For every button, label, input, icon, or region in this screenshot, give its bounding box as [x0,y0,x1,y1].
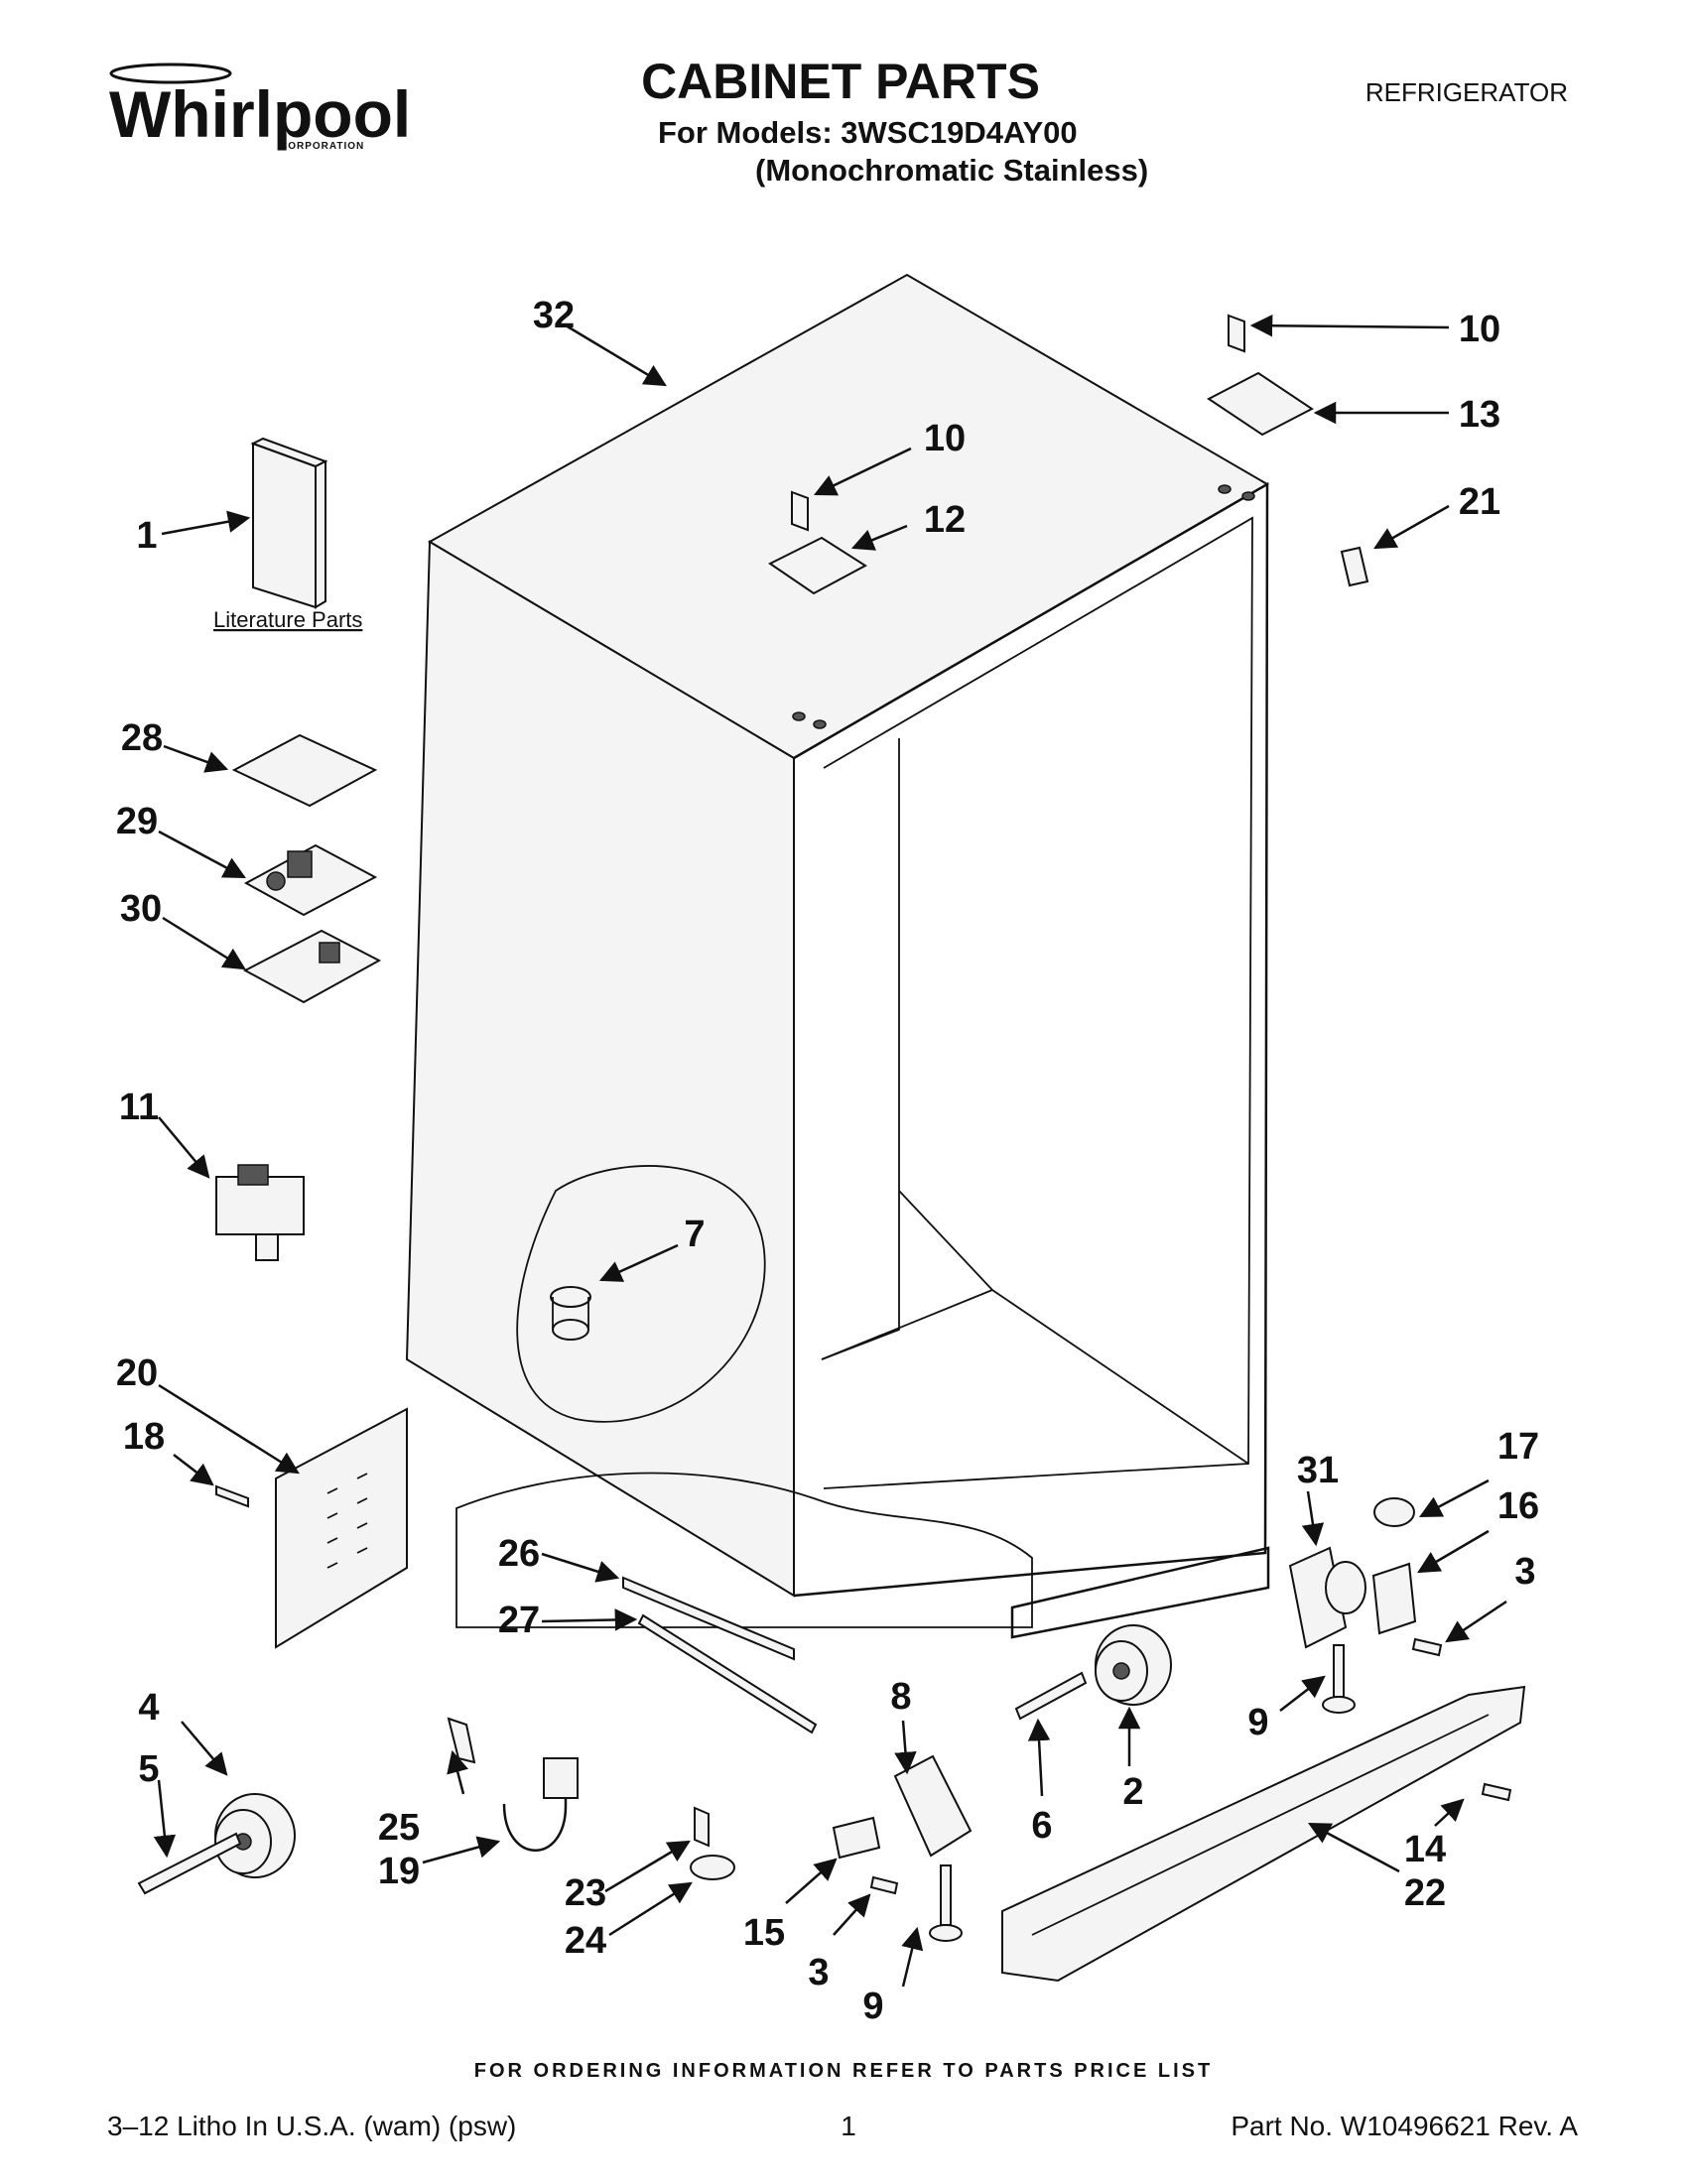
axle-5 [137,1832,242,1895]
hinge-13 [1207,371,1314,437]
shim-17 [1373,1497,1415,1527]
models-line: For Models: 3WSC19D4AY00 [658,115,1078,150]
callout-10b: 10 [1459,309,1500,350]
page-title: CABINET PARTS [641,54,1040,109]
callout-11: 11 [119,1087,159,1128]
callout-21: 21 [1459,481,1500,523]
bracket-15 [832,1816,881,1860]
hinge-bracket-31 [1288,1546,1366,1649]
hinge-16 [1371,1562,1417,1635]
tube-27 [637,1613,818,1734]
callout-8: 8 [890,1676,911,1718]
callout-17: 17 [1497,1426,1539,1468]
leveling-leg-9 [929,1864,963,1942]
screw-18 [215,1484,249,1508]
plug-21 [1340,546,1369,587]
callout-4: 4 [138,1687,159,1729]
leveling-leg-9b [1322,1644,1356,1714]
screw-10b [1228,314,1245,353]
callout-28: 28 [121,717,163,759]
callout-22: 22 [1404,1872,1446,1914]
callout-labels: 1 28 29 30 11 20 18 4 5 32 10 12 10 13 2… [116,295,1539,2027]
callout-18: 18 [123,1416,165,1458]
callout-27: 27 [498,1600,540,1641]
callout-5: 5 [138,1748,159,1790]
callout-7: 7 [684,1214,705,1255]
caster-wheel-4 [214,1793,296,1878]
screw-23 [694,1806,710,1848]
callout-15: 15 [743,1912,785,1954]
callout-9b: 9 [862,1986,883,2027]
callout-30: 30 [120,888,162,930]
callout-16: 16 [1497,1485,1539,1527]
screw-3a [1411,1637,1443,1657]
callout-25: 25 [378,1807,420,1849]
callout-3b: 3 [808,1952,829,1993]
washer-24 [690,1855,735,1880]
screw-3b [869,1875,899,1895]
whirlpool-logo: Whirlpool CORPORATION [109,63,411,152]
control-board [242,929,382,1004]
ordering-note: FOR ORDERING INFORMATION REFER TO PARTS … [474,2060,1213,2082]
cabinet-drawing [405,273,1270,1639]
print-info: 3–12 Litho In U.S.A. (wam) (psw) [107,2111,516,2141]
screw-14 [1481,1782,1512,1802]
leveling-bracket [893,1754,973,1858]
callout-29: 29 [116,801,158,842]
callout-19: 19 [378,1851,420,1892]
callout-6: 6 [1031,1805,1052,1847]
callout-20: 20 [116,1352,158,1394]
variant-line: (Monochromatic Stainless) [755,153,1148,188]
power-board [243,843,378,917]
callout-31: 31 [1297,1450,1339,1491]
control-cover [231,733,378,808]
callout-32: 32 [533,295,575,336]
hinge-12 [768,536,867,595]
screw-10a [791,490,809,532]
literature-caption: Literature Parts [213,607,362,632]
grommet [550,1286,591,1341]
toe-grille [1001,1685,1526,1983]
callout-13: 13 [1459,394,1500,436]
drain-trap [502,1757,579,1852]
axle-6 [1014,1671,1088,1721]
rear-access-cover [275,1407,408,1649]
brand-sub: CORPORATION [280,141,364,152]
callout-9a: 9 [1247,1702,1268,1743]
callout-12: 12 [924,499,966,541]
callout-2: 2 [1122,1771,1143,1813]
water-valve [215,1164,305,1261]
leader-lines [153,314,1507,1988]
caster-wheel-2 [1095,1624,1172,1706]
part-number: Part No. W10496621 Rev. A [1231,2111,1578,2141]
callout-24: 24 [565,1920,606,1962]
tube-26 [622,1576,795,1661]
callout-1: 1 [136,515,157,557]
callout-23: 23 [565,1872,606,1914]
callout-14: 14 [1404,1829,1446,1870]
category-label: REFRIGERATOR [1365,77,1568,107]
callout-10a: 10 [924,418,966,459]
literature-booklet: Literature Parts [213,437,362,632]
page-number: 1 [841,2111,856,2141]
brand-name: Whirlpool [109,77,411,151]
callout-3a: 3 [1514,1551,1535,1593]
callout-26: 26 [498,1533,540,1575]
